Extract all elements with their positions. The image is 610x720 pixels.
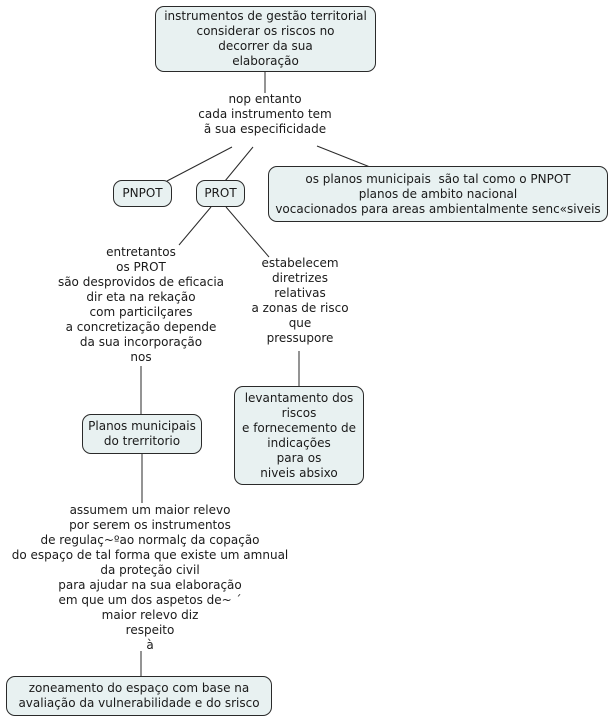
- concept-node-planos-municipais-territorio[interactable]: Planos municipais do trerritorio: [82, 414, 202, 454]
- linking-phrase-nop-entanto[interactable]: nop entanto cada instrumento tem ã sua e…: [198, 92, 332, 136]
- connector-line-nop-planos-nacional: [316, 145, 371, 168]
- linking-phrase-estabelecem[interactable]: estabelecem diretrizes relativas a zonas…: [251, 256, 349, 345]
- connector-line-nop-prot: [224, 146, 254, 182]
- concept-node-pnpot[interactable]: PNPOT: [113, 180, 172, 207]
- concept-node-planos-ambito-nacional[interactable]: os planos municipais são tal como o PNPO…: [268, 166, 608, 222]
- linking-phrase-entretantos[interactable]: entretantos os PROT são desprovidos de e…: [57, 245, 225, 364]
- linking-phrase-assumem[interactable]: assumem um maior relevo por serem os ins…: [11, 503, 289, 652]
- concept-node-root[interactable]: instrumentos de gestão territorial consi…: [155, 6, 376, 72]
- concept-node-zoneamento[interactable]: zoneamento do espaço com base na avaliaç…: [6, 676, 272, 716]
- connector-line-nop-pnpot: [166, 146, 233, 182]
- concept-node-levantamento[interactable]: levantamento dos riscos e fornecemento d…: [234, 386, 364, 485]
- connector-line-prot-entretantos: [178, 206, 212, 246]
- concept-node-prot[interactable]: PROT: [196, 180, 245, 207]
